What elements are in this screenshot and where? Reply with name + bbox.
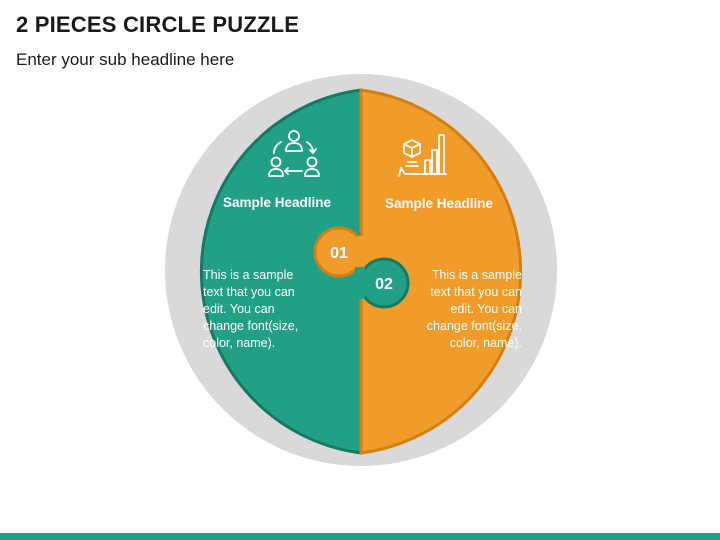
piece-headline-02: Sample Headline (385, 196, 494, 211)
body-text-line: edit. You can (203, 302, 275, 316)
body-text-line: text that you can (430, 285, 522, 299)
body-text-line: color, name). (450, 336, 522, 350)
puzzle-piece-right[interactable] (359, 88, 523, 455)
piece-headline-01: Sample Headline (223, 195, 332, 210)
piece-body-text-01: This is a sample text that you can edit. Y… (203, 268, 298, 350)
piece-body-text-02: This is a sample text that you can edit. Y… (427, 268, 522, 350)
body-text-line: edit. You can (450, 302, 522, 316)
piece-number-02: 02 (375, 276, 393, 293)
body-text-line: This is a sample (203, 268, 293, 282)
team-cycle-icon (268, 130, 320, 177)
body-text-line: This is a sample (432, 268, 522, 282)
puzzle-piece-left[interactable] (199, 88, 363, 455)
body-text-line: change font(size, (203, 319, 298, 333)
footer-bar (0, 533, 720, 540)
page-subtitle: Enter your sub headline here (16, 50, 235, 69)
page-title: 2 PIECES CIRCLE PUZZLE (16, 12, 300, 37)
body-text-line: text that you can (203, 285, 295, 299)
piece-number-01: 01 (330, 245, 348, 262)
growth-chart-icon (398, 134, 447, 177)
body-text-line: color, name). (203, 336, 275, 350)
body-text-line: change font(size, (427, 319, 522, 333)
